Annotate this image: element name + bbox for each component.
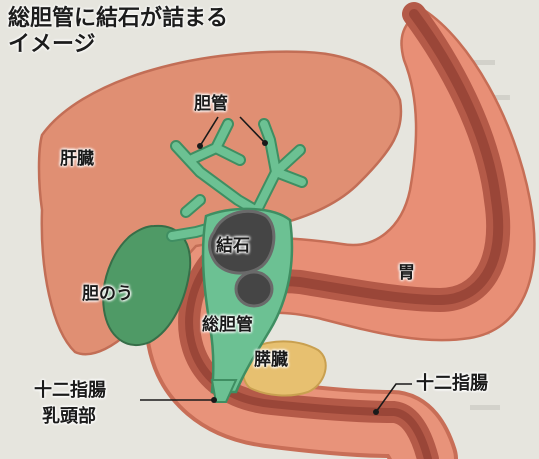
liver-label: 肝臓 xyxy=(60,149,94,169)
diagram-title: 総胆管に結石が詰まる xyxy=(8,6,228,32)
diagram-title-line2: イメージ xyxy=(8,32,96,58)
gallstone-lower xyxy=(236,272,272,306)
duodenum-label: 十二指腸 xyxy=(416,373,488,395)
papilla-label-line1: 十二指腸 xyxy=(34,380,106,402)
common-bile-duct-label: 総胆管 xyxy=(202,315,253,335)
stomach-label: 胃 xyxy=(398,263,415,283)
papilla-label-line2: 乳頭部 xyxy=(42,406,96,428)
gallbladder-label: 胆のう xyxy=(82,284,133,304)
pancreas-label: 膵臓 xyxy=(254,350,288,370)
bile-duct-label: 胆管 xyxy=(194,94,228,114)
gallstone-label: 結石 xyxy=(216,236,250,256)
